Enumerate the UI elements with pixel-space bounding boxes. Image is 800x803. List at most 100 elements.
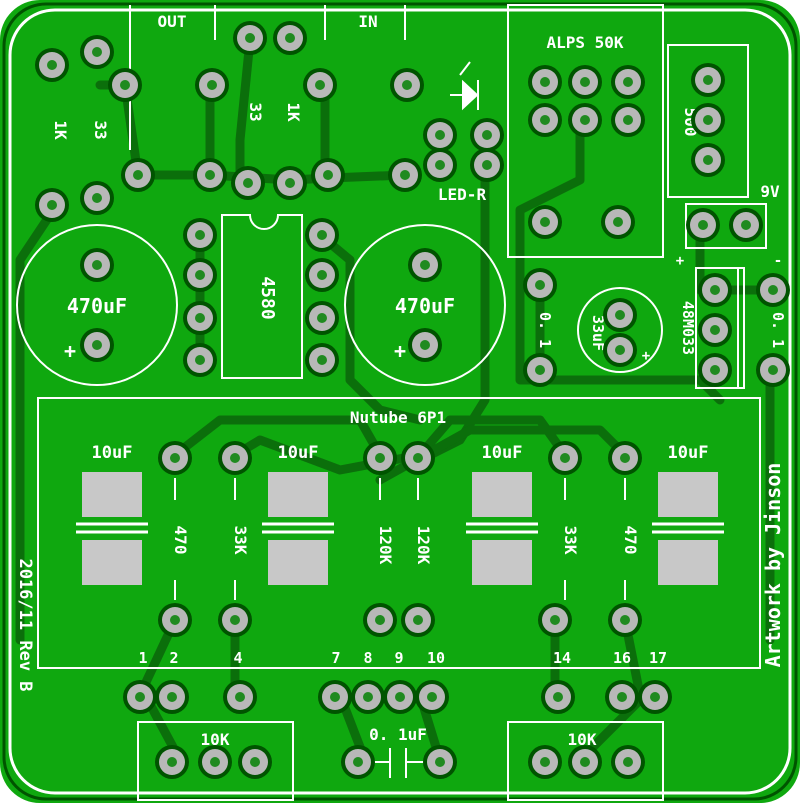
pad-drill-hole [710,325,720,335]
pad-drill-hole [698,220,708,230]
pad-drill-hole [435,160,445,170]
revision-text: 2016/11 Rev B [15,558,35,691]
nutube-6p1: Nutube 6P1 [37,397,761,669]
pad-drill-hole [92,340,102,350]
pad-drill-hole [395,692,405,702]
cap-33uf: 33uF + [577,287,663,373]
pad-drill-hole [620,615,630,625]
pad-drill-hole [363,692,373,702]
svg-text:+: + [676,253,684,269]
svg-text:LED-R: LED-R [438,185,487,204]
svg-text:ALPS 50K: ALPS 50K [546,33,623,52]
pad-drill-hole [615,345,625,355]
svg-text:+: + [64,339,76,363]
pad-drill-hole [613,217,623,227]
svg-text:10uF: 10uF [278,443,319,463]
svg-text:Nutube 6P1: Nutube 6P1 [350,408,446,427]
svg-text:33K: 33K [231,526,250,555]
pad-drill-hole [402,80,412,90]
pad-drill-hole [317,270,327,280]
pad-drill-hole [435,757,445,767]
svg-text:17: 17 [649,649,667,667]
pad-drill-hole [135,692,145,702]
svg-text:1K: 1K [51,120,70,140]
svg-text:470: 470 [621,526,640,555]
pad-drill-hole [535,365,545,375]
svg-text:33K: 33K [561,526,580,555]
pad-drill-hole [120,80,130,90]
svg-text:10: 10 [427,649,445,667]
pad-drill-hole [617,692,627,702]
pad-drill-hole [413,453,423,463]
pad-drill-hole [623,77,633,87]
pad-drill-hole [540,217,550,227]
svg-text:470uF: 470uF [395,294,455,318]
regulator-48m033: 48M033 [679,267,745,389]
pad-drill-hole [553,692,563,702]
pad-drill-hole [540,757,550,767]
pad-drill-hole [195,270,205,280]
pad-drill-hole [133,170,143,180]
cap-01-left: 0. 1 [536,312,554,348]
pad-drill-hole [210,757,220,767]
pad-drill-hole [540,115,550,125]
pad-drill-hole [580,115,590,125]
svg-text:33: 33 [246,102,265,121]
pad-drill-hole [375,615,385,625]
pad-drill-hole [167,757,177,767]
pad-drill-hole [580,757,590,767]
pad-drill-hole [550,615,560,625]
pad-drill-hole [420,260,430,270]
pad-drill-hole [195,355,205,365]
power-9v: 9V + - [676,182,782,269]
svg-text:2: 2 [169,649,178,667]
led-r: LED-R [438,61,487,204]
svg-text:10uF: 10uF [92,443,133,463]
pad-drill-hole [620,453,630,463]
pad-drill-hole [741,220,751,230]
svg-text:1: 1 [138,649,147,667]
svg-text:120K: 120K [376,526,395,565]
pad-drill-hole [560,453,570,463]
pad-drill-hole [92,47,102,57]
pad-drill-hole [768,365,778,375]
svg-text:470uF: 470uF [67,294,127,318]
pad-drill-hole [580,77,590,87]
svg-text:IN: IN [358,12,377,31]
pad-drill-hole [330,692,340,702]
copper-traces [15,35,785,765]
solder-pads [35,21,790,779]
pad-drill-hole [710,365,720,375]
pad-drill-hole [375,453,385,463]
pot-10k-left: 10K [137,721,294,801]
cap-01uf-bottom: 0. 1uF [369,725,427,778]
pad-drill-hole [482,160,492,170]
svg-text:10K: 10K [568,730,597,749]
svg-text:4: 4 [233,649,242,667]
svg-text:-: - [774,253,782,269]
pad-drill-hole [205,170,215,180]
pad-drill-hole [703,155,713,165]
pad-drill-hole [207,80,217,90]
pad-drill-hole [317,355,327,365]
pad-drill-hole [92,260,102,270]
pad-drill-hole [315,80,325,90]
pad-drill-hole [230,615,240,625]
pad-drill-hole [170,453,180,463]
svg-text:10K: 10K [201,730,230,749]
pad-drill-hole [245,33,255,43]
nutube-pin-numbers: 1 2 4 7 8 9 10 14 16 17 [138,649,667,667]
svg-text:0. 1uF: 0. 1uF [369,725,427,744]
pad-drill-hole [230,453,240,463]
pad-drill-hole [47,60,57,70]
svg-text:8: 8 [363,649,372,667]
pad-drill-hole [420,340,430,350]
pad-drill-hole [243,178,253,188]
pad-drill-hole [170,615,180,625]
pad-drill-hole [623,757,633,767]
pad-drill-hole [615,310,625,320]
svg-text:1K: 1K [284,102,303,122]
board-outline [8,8,792,795]
